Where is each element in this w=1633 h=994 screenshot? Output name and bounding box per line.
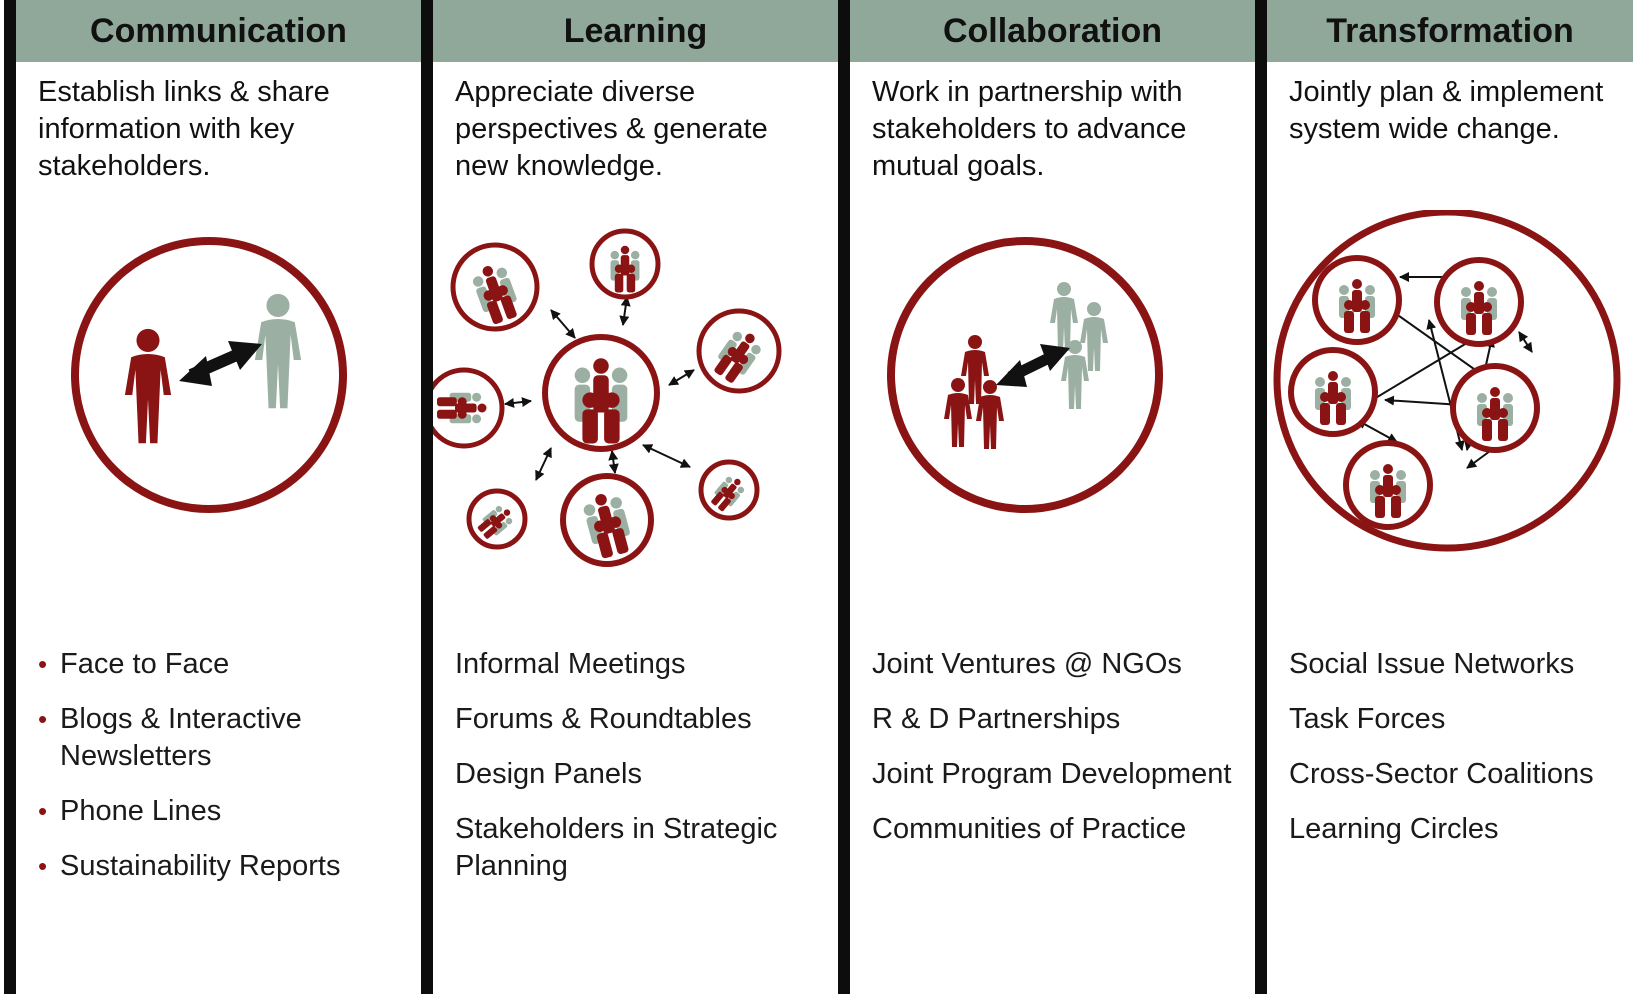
list-item: Sustainability Reports	[38, 848, 411, 885]
double-arrow-icon	[179, 341, 262, 386]
communication-illustration	[71, 237, 347, 513]
collaboration-column: Collaboration Work in partnership with s…	[850, 0, 1255, 994]
group-circle-icon	[1288, 347, 1378, 437]
column-divider	[838, 0, 850, 994]
column-divider	[421, 0, 433, 994]
transformation-description: Jointly plan & implement system wide cha…	[1289, 76, 1604, 145]
list-item: Stakeholders in Strategic Planning	[455, 813, 778, 882]
group-circle-icon	[696, 308, 782, 394]
group-circle-icon	[589, 228, 661, 300]
list-item: Informal Meetings	[455, 648, 686, 680]
collaboration-description: Work in partnership with stakeholders to…	[872, 76, 1187, 182]
list-item: Social Issue Networks	[1289, 648, 1575, 680]
transformation-list: Social Issue Networks Task Forces Cross-…	[1289, 646, 1623, 866]
double-arrow-icon	[996, 344, 1070, 387]
communication-column: Communication Establish links & share in…	[16, 0, 421, 994]
learning-heading: Learning	[433, 0, 838, 62]
group-circle-icon	[1450, 363, 1540, 453]
group-circle-icon	[542, 334, 660, 452]
collaboration-heading: Collaboration	[850, 0, 1255, 62]
list-item: Blogs & Interactive Newsletters	[38, 701, 411, 775]
communication-heading: Communication	[16, 0, 421, 62]
person-red-icon	[124, 328, 172, 444]
group-circle-icon	[450, 242, 540, 332]
communication-list: Face to Face Blogs & Interactive Newslet…	[38, 646, 411, 903]
people-sage-icon	[1050, 282, 1108, 409]
transformation-column: Transformation Jointly plan & implement …	[1267, 0, 1633, 994]
column-divider	[1255, 0, 1267, 994]
group-circle-icon	[1434, 257, 1524, 347]
learning-illustration	[433, 228, 782, 567]
list-item: Face to Face	[38, 646, 411, 683]
transformation-illustration	[1273, 210, 1621, 552]
list-item: Forums & Roundtables	[455, 703, 752, 735]
people-red-icon	[944, 335, 1004, 449]
list-item: Phone Lines	[38, 793, 411, 830]
list-item: Communities of Practice	[872, 813, 1187, 845]
list-item: Joint Ventures @ NGOs	[872, 648, 1182, 680]
group-circle-icon	[560, 473, 654, 567]
connection-arrows	[504, 296, 695, 481]
person-sage-icon	[254, 293, 302, 409]
list-item: R & D Partnerships	[872, 703, 1121, 735]
group-circle-icon	[1312, 255, 1402, 345]
group-circle-icon	[1343, 440, 1433, 530]
column-divider	[4, 0, 16, 994]
list-item: Task Forces	[1289, 703, 1446, 735]
collaboration-illustration	[887, 237, 1163, 513]
learning-column: Learning Appreciate diverse perspectives…	[433, 0, 838, 994]
transformation-heading: Transformation	[1267, 0, 1633, 62]
learning-description: Appreciate diverse perspectives & genera…	[455, 76, 768, 182]
list-item: Design Panels	[455, 758, 642, 790]
list-item: Learning Circles	[1289, 813, 1499, 845]
learning-list: Informal Meetings Forums & Roundtables D…	[455, 646, 828, 903]
group-circle-icon	[466, 488, 528, 550]
group-circle-icon	[433, 367, 505, 449]
list-item: Joint Program Development	[872, 758, 1232, 790]
collaboration-list: Joint Ventures @ NGOs R & D Partnerships…	[872, 646, 1245, 866]
communication-description: Establish links & share information with…	[38, 76, 330, 182]
group-circle-icon	[698, 459, 760, 521]
list-item: Cross-Sector Coalitions	[1289, 758, 1594, 790]
